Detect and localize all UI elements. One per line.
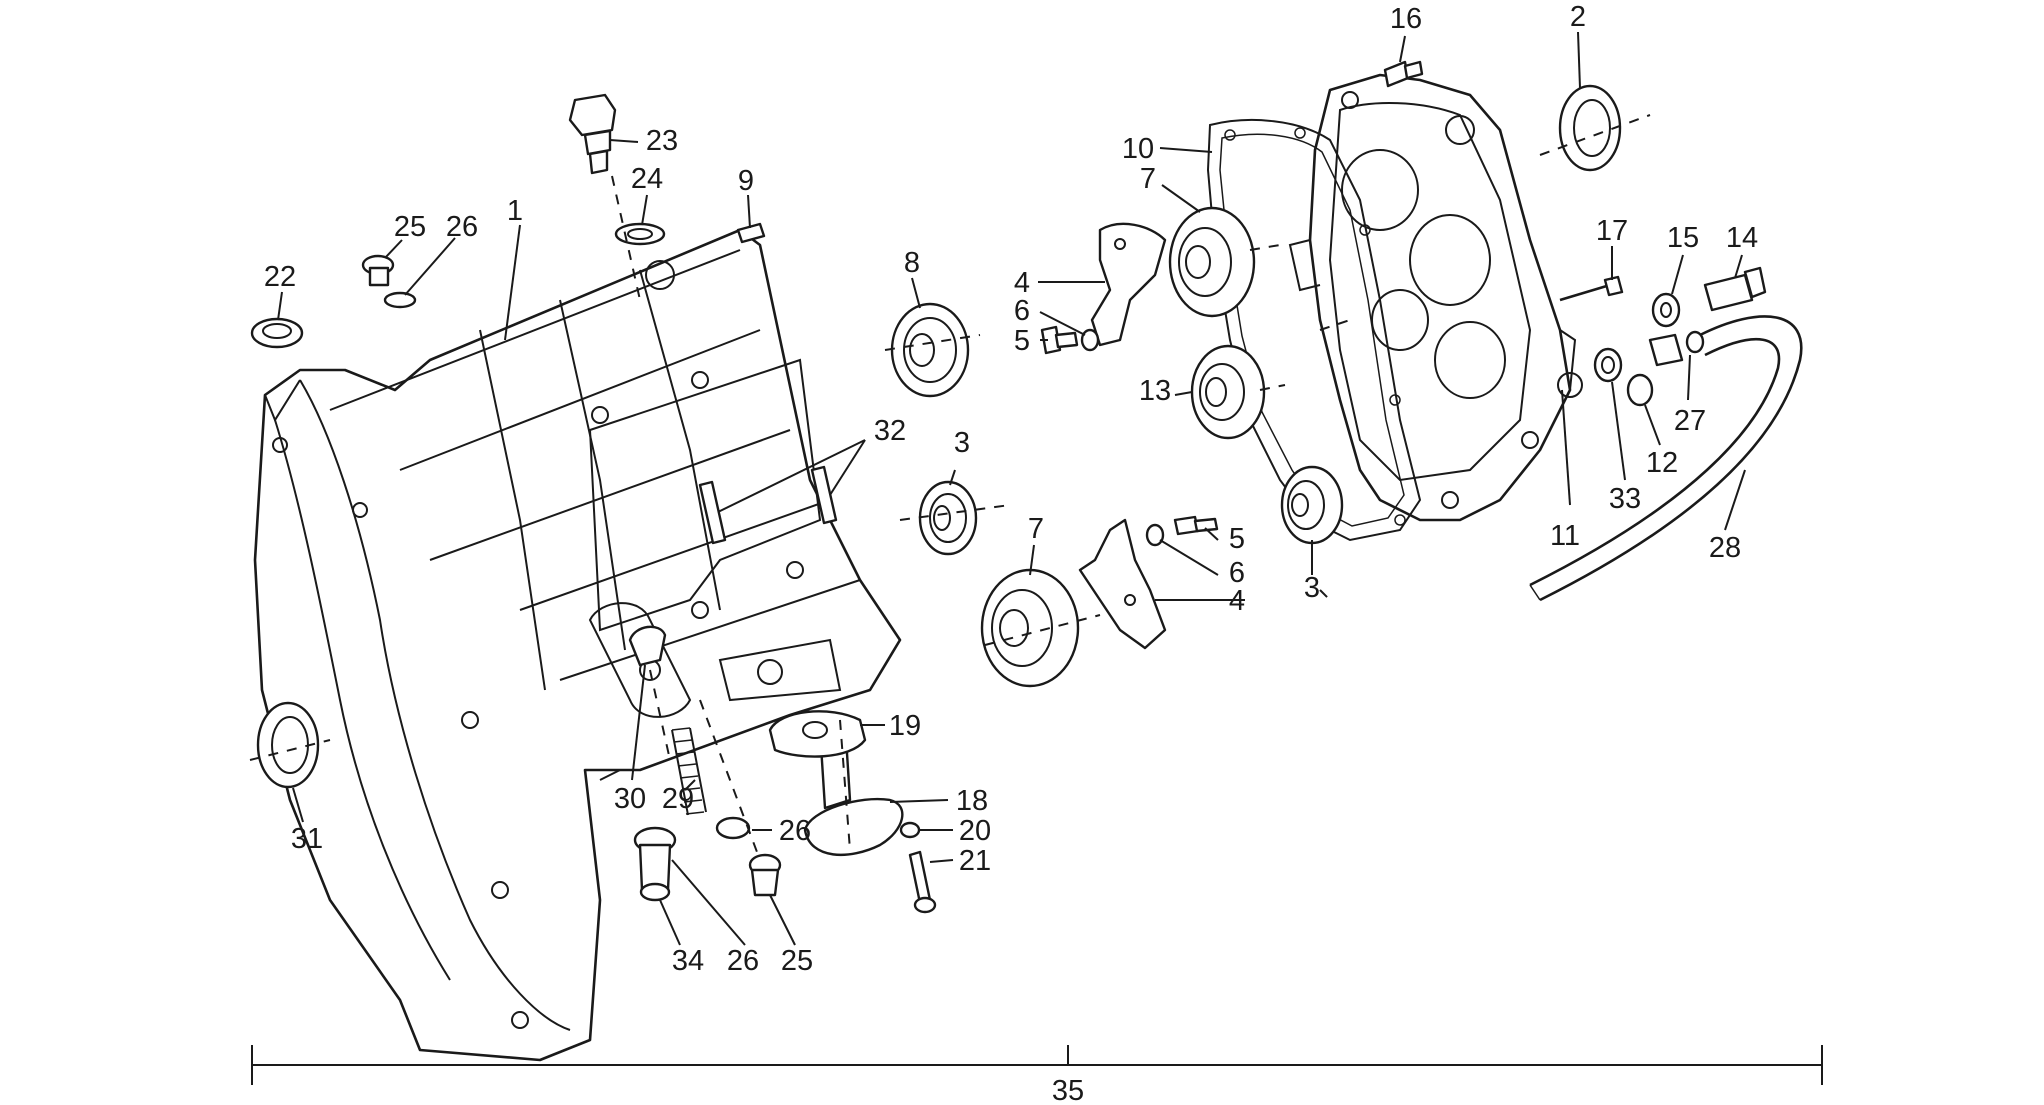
washer-12 bbox=[1626, 373, 1654, 407]
callout-3-right: 3 bbox=[1304, 572, 1320, 604]
callout-21: 21 bbox=[959, 845, 991, 877]
callout-18: 18 bbox=[956, 785, 988, 817]
retainer-plate-upper bbox=[1090, 222, 1167, 347]
gearbox-cover bbox=[1288, 73, 1583, 522]
callout-6-lower: 6 bbox=[1229, 557, 1245, 589]
callout-34: 34 bbox=[672, 945, 704, 977]
bearing-3-left bbox=[918, 480, 978, 556]
callout-17: 17 bbox=[1596, 215, 1628, 247]
callout-14: 14 bbox=[1726, 222, 1758, 254]
plug-34 bbox=[633, 826, 677, 902]
leader-lines bbox=[277, 31, 1746, 946]
callout-22: 22 bbox=[264, 261, 296, 293]
callout-26-bottom: 26 bbox=[727, 945, 759, 977]
bolt-5-lower bbox=[1173, 515, 1219, 536]
bearing-3-right bbox=[1280, 465, 1344, 545]
washer-33 bbox=[1593, 347, 1623, 383]
callout-24: 24 bbox=[631, 163, 663, 195]
callout-7-lower: 7 bbox=[1028, 513, 1044, 545]
bolt-14 bbox=[1703, 266, 1767, 312]
plug-25-top bbox=[361, 254, 395, 287]
callout-19: 19 bbox=[889, 710, 921, 742]
callout-16: 16 bbox=[1390, 3, 1422, 35]
callout-11: 11 bbox=[1550, 520, 1580, 552]
callout-1: 1 bbox=[507, 195, 523, 227]
callout-4-upper: 4 bbox=[1014, 267, 1030, 299]
stud-32-right bbox=[810, 465, 838, 525]
callout-5-lower: 5 bbox=[1229, 523, 1245, 555]
callout-35: 35 bbox=[1052, 1075, 1084, 1105]
callout-13: 13 bbox=[1139, 375, 1171, 407]
plug-25-bottom bbox=[748, 853, 782, 897]
callout-6-upper: 6 bbox=[1014, 295, 1030, 327]
spring-29 bbox=[671, 727, 707, 816]
washer-6-upper bbox=[1080, 328, 1100, 352]
washer-24 bbox=[614, 222, 666, 246]
dowel-pin-9 bbox=[736, 222, 766, 244]
bolt-21 bbox=[908, 850, 937, 914]
callout-2: 2 bbox=[1570, 1, 1586, 33]
assembly-bracket bbox=[251, 1045, 1823, 1085]
retainer-plate-lower bbox=[1078, 518, 1167, 650]
callout-30: 30 bbox=[614, 783, 646, 815]
gasket-19 bbox=[768, 710, 867, 758]
callout-20: 20 bbox=[959, 815, 991, 847]
assembly-center-lines bbox=[249, 114, 1651, 861]
bearing-13 bbox=[1190, 344, 1266, 440]
gearbox-housing bbox=[253, 228, 902, 1062]
callout-9: 9 bbox=[738, 165, 754, 197]
callout-12: 12 bbox=[1646, 447, 1678, 479]
callout-29: 29 bbox=[662, 783, 694, 815]
washer-26-bottom bbox=[715, 816, 751, 840]
callout-7-upper: 7 bbox=[1140, 163, 1156, 195]
callout-8: 8 bbox=[904, 247, 920, 279]
callout-23: 23 bbox=[646, 125, 678, 157]
callout-4-lower: 4 bbox=[1229, 585, 1245, 617]
callout-31: 31 bbox=[291, 823, 323, 855]
pin-30 bbox=[628, 625, 667, 667]
callout-32: 32 bbox=[874, 415, 906, 447]
callout-10: 10 bbox=[1122, 133, 1154, 165]
stud-32-left bbox=[698, 480, 727, 545]
washer-20 bbox=[899, 821, 921, 839]
callout-5-upper: 5 bbox=[1014, 325, 1030, 357]
oil-seal-31 bbox=[256, 701, 320, 789]
washer-6-lower bbox=[1145, 523, 1165, 547]
callout-33: 33 bbox=[1609, 483, 1641, 515]
hose-28 bbox=[1529, 315, 1803, 602]
oil-seal-2 bbox=[1558, 84, 1622, 172]
callout-3-left: 3 bbox=[954, 427, 970, 459]
callout-15: 15 bbox=[1667, 222, 1699, 254]
callout-28: 28 bbox=[1709, 532, 1741, 564]
bearing-7-upper bbox=[1168, 206, 1256, 318]
callout-26-top: 26 bbox=[446, 211, 478, 243]
callout-25-top: 25 bbox=[394, 211, 426, 243]
washer-15 bbox=[1651, 292, 1681, 328]
bolt-5-upper bbox=[1040, 325, 1079, 355]
bolt-16 bbox=[1383, 60, 1424, 88]
washer-26-top bbox=[383, 291, 417, 309]
callout-25-bottom: 25 bbox=[781, 945, 813, 977]
fitting-27 bbox=[1648, 330, 1705, 367]
callout-26-middle: 26 bbox=[779, 815, 811, 847]
drain-plug-23 bbox=[568, 93, 617, 175]
bearing-7-lower bbox=[980, 568, 1080, 688]
bearing-8 bbox=[890, 302, 970, 398]
callout-labels: 1 2 3 3 4 4 5 5 6 6 7 7 8 9 10 11 12 13 … bbox=[264, 1, 1758, 1105]
bolt-17 bbox=[1559, 275, 1624, 302]
oil-seal-22 bbox=[250, 317, 304, 349]
callout-27: 27 bbox=[1674, 405, 1706, 437]
